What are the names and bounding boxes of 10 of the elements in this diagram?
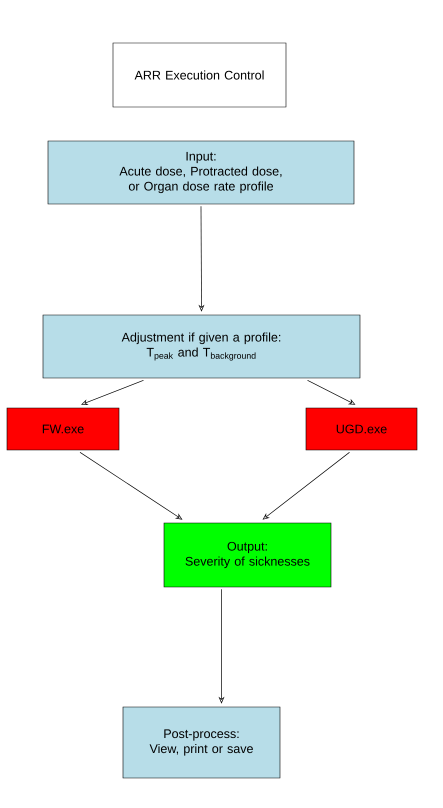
process-box: Input: Acute dose, Protracted dose, or Organ dose rate profile — [48, 140, 354, 204]
program-box: FW.exe — [6, 408, 120, 450]
control-box: ARR Execution Control — [112, 42, 286, 108]
arrow — [80, 452, 182, 520]
output-box: Output: Severity of sicknesses — [164, 522, 332, 588]
program-box: UGD.exe — [306, 408, 418, 450]
process-box: Post-process: View, print or save — [122, 706, 280, 778]
arrow — [307, 380, 356, 405]
arrow — [81, 380, 144, 405]
process-box: Adjustment if given a profile: $\mathrm{T}_{\mathrm{peak}}\mathrm{\ and\ T}_{\mathrm{background}}$ — [42, 314, 360, 378]
